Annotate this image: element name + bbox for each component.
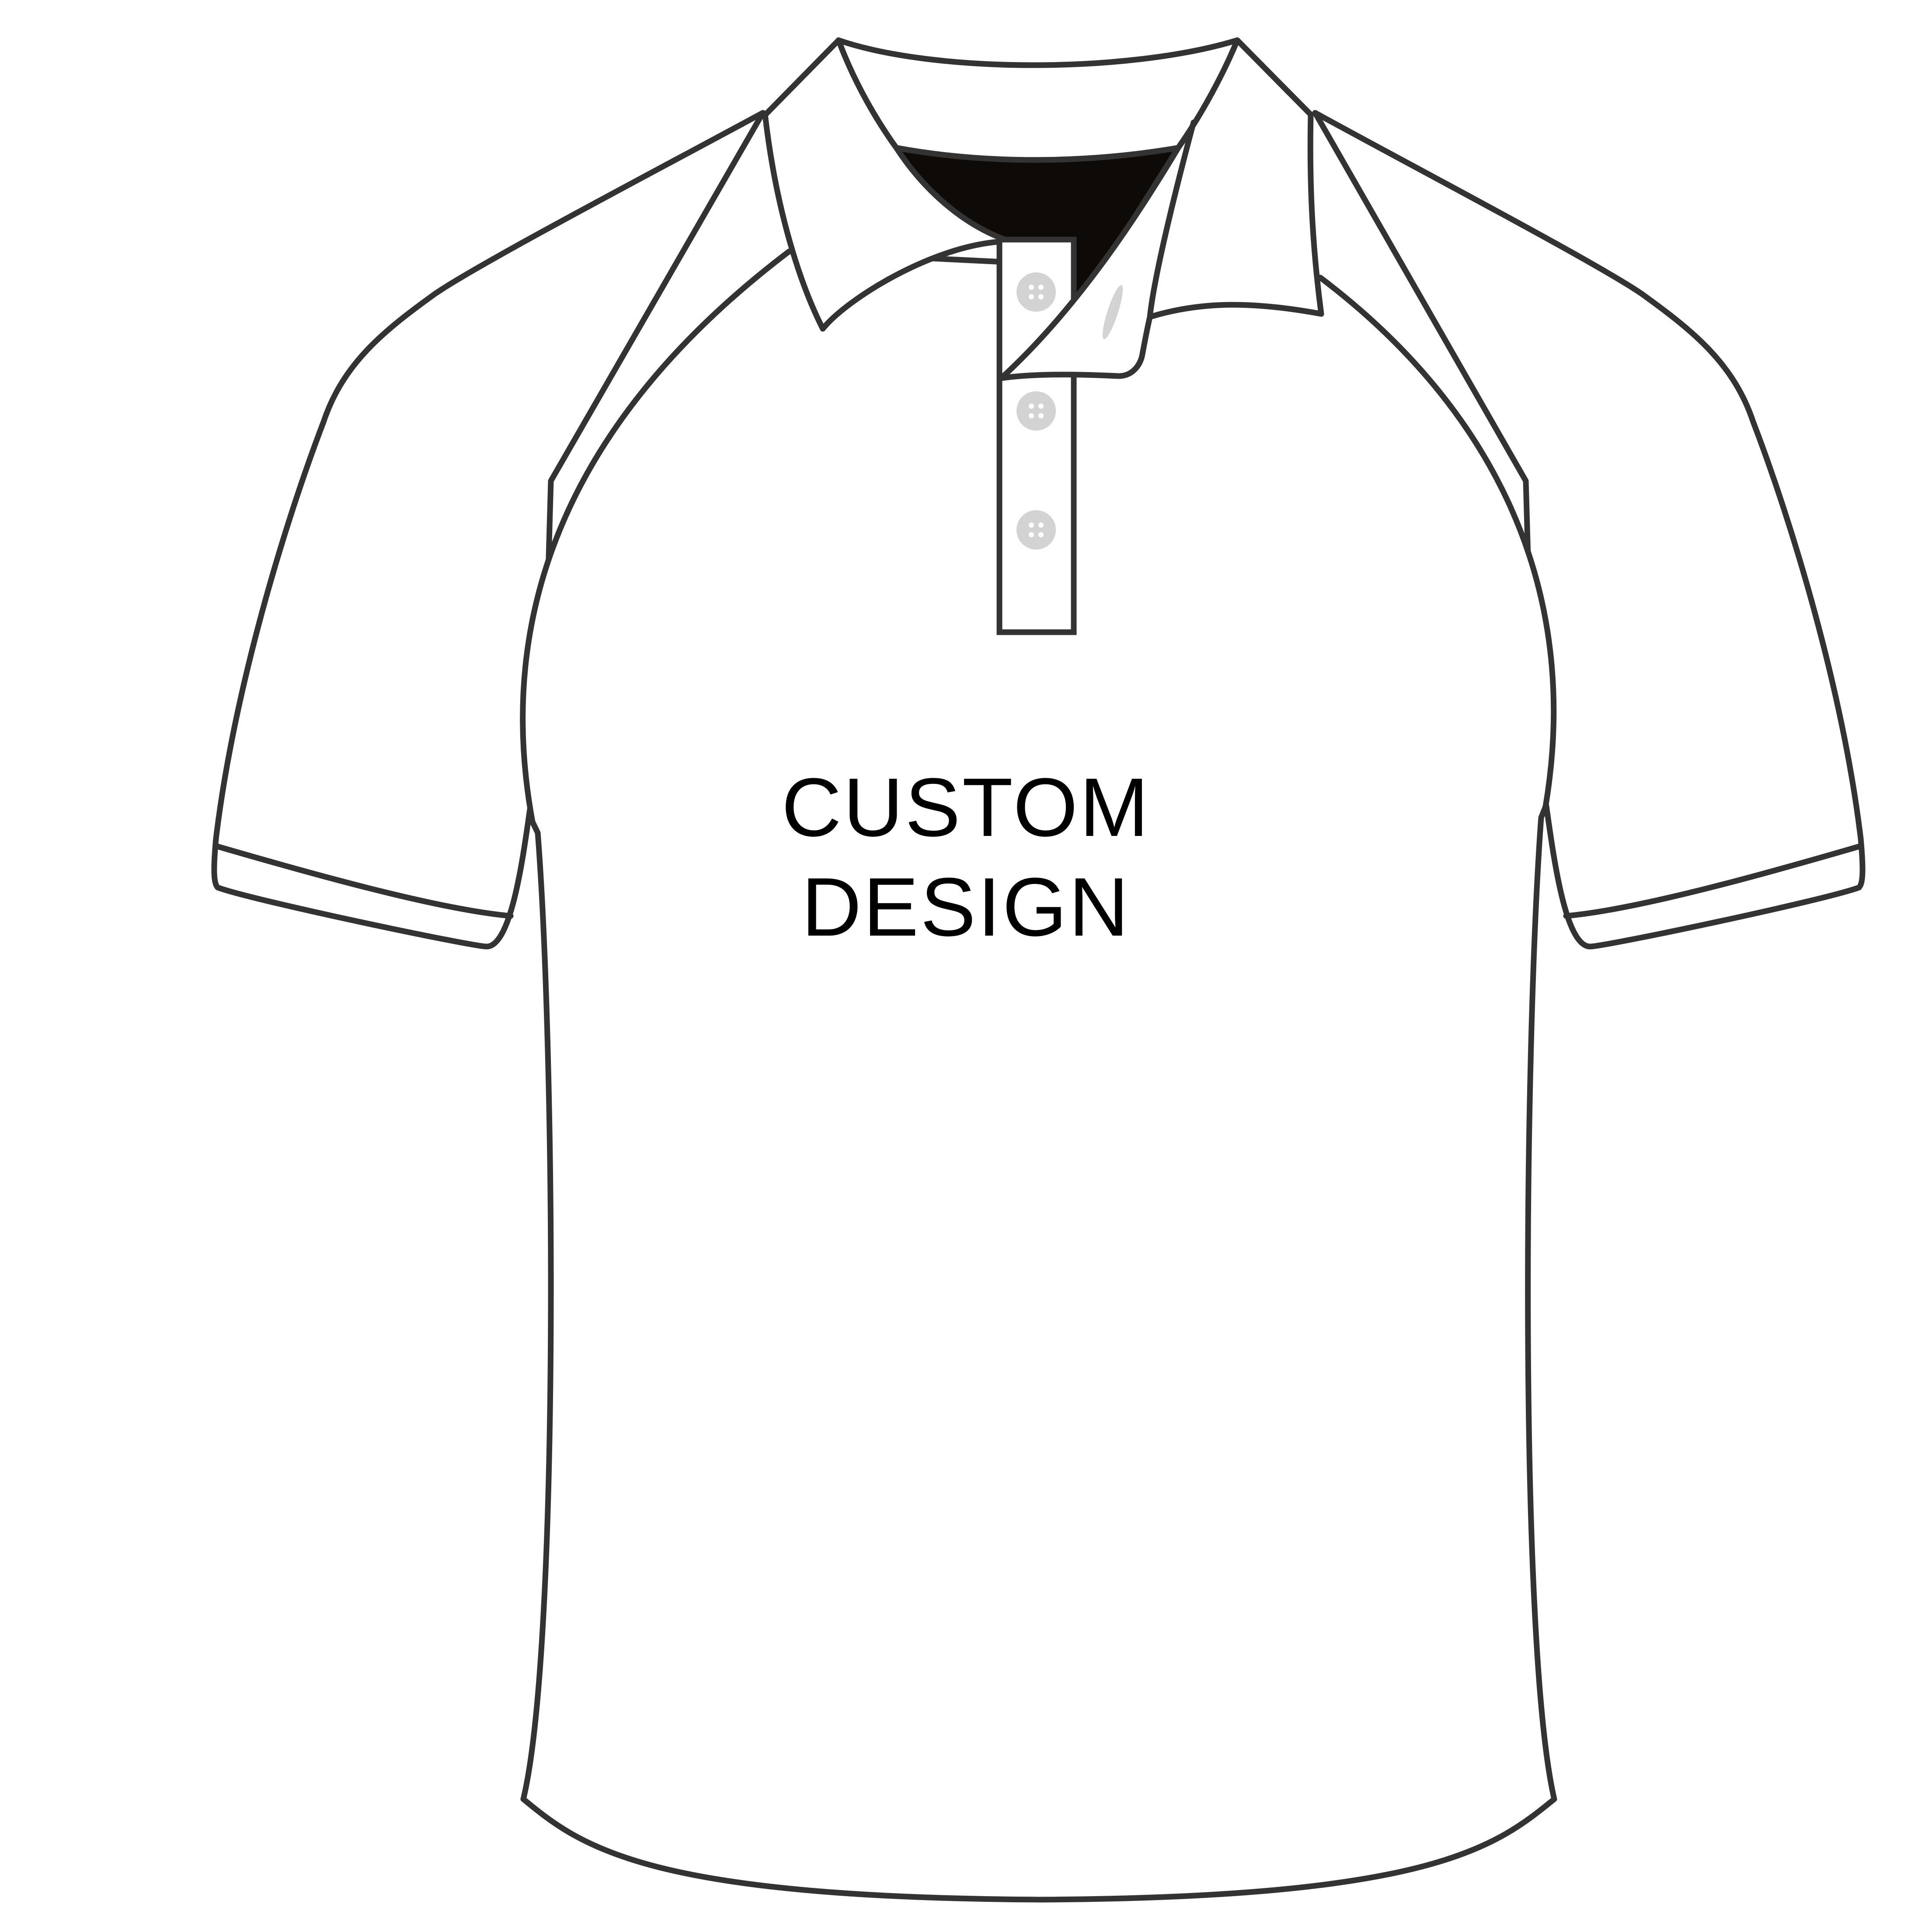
right-cuff — [1563, 843, 1864, 919]
shirt-body — [520, 248, 1557, 1903]
collar-band — [835, 37, 1240, 163]
right-collar-fold — [1147, 119, 1197, 320]
design-label-line1: CUSTOM — [781, 761, 1151, 854]
button-middle — [1016, 391, 1056, 431]
right-sleeve — [1312, 110, 1866, 950]
left-cuff — [213, 843, 514, 919]
button-top — [1016, 272, 1056, 312]
collar-highlight — [1102, 285, 1123, 339]
left-sleeve — [211, 110, 766, 950]
design-label-line2: DESIGN — [801, 861, 1131, 954]
button-bottom — [1016, 510, 1056, 550]
left-collar — [762, 37, 1013, 332]
right-collar — [998, 37, 1324, 381]
